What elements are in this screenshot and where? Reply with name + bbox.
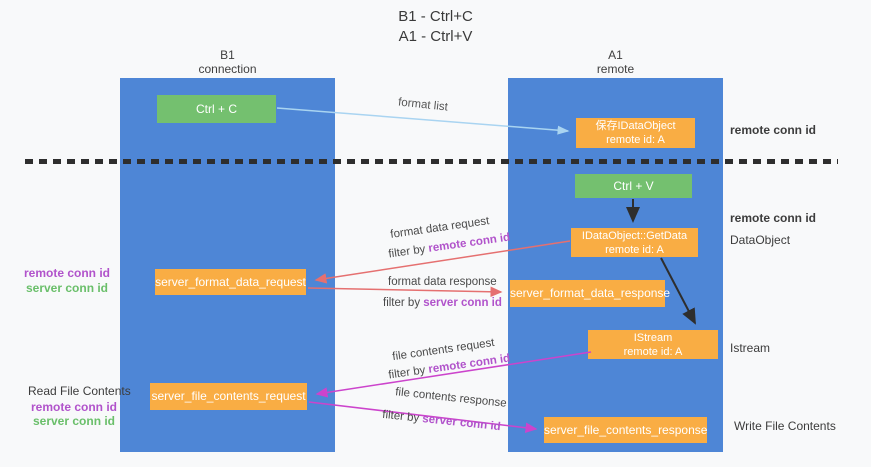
node-ctrl-c: Ctrl + C [157, 95, 276, 123]
annotation-read-file-contents: Read File Contents [28, 384, 131, 398]
server-conn-id-text: server conn id [423, 297, 502, 309]
node-istream: IStream remote id: A [588, 330, 718, 359]
column-b1-role: connection [198, 62, 257, 76]
node-ctrl-v: Ctrl + V [575, 174, 692, 198]
label-filter-by-server-1: filter by server conn id [383, 297, 502, 309]
filter-by-text: filter by [381, 408, 423, 425]
label-format-data-response: format data response [388, 276, 497, 288]
node-server-file-contents-response: server_file_contents_response [544, 417, 707, 443]
node-istream-line1: IStream [633, 332, 673, 344]
column-b1-name: B1 [220, 48, 235, 62]
annotation-remote-conn-id-left-top: remote conn id [24, 266, 111, 280]
annotation-server-conn-id-left-bottom: server conn id [32, 414, 116, 428]
node-save-idataobject: 保存IDataObject remote id: A [576, 118, 695, 148]
column-a1-name: A1 [608, 48, 623, 62]
remote-conn-id-text: remote conn id [427, 231, 511, 255]
node-istream-line2: remote id: A [623, 346, 683, 358]
annotation-conn-ids-left-top: remote conn id server conn id [24, 266, 110, 296]
annotation-conn-ids-left-bottom: remote conn id server conn id [31, 400, 117, 428]
node-server-file-contents-request: server_file_contents_request [150, 383, 307, 410]
node-idataobject-getdata: IDataObject::GetData remote id: A [571, 228, 698, 257]
label-format-list: format list [397, 96, 449, 114]
node-server-format-data-request: server_format_data_request [155, 269, 306, 295]
annotation-istream: Istream [730, 341, 771, 355]
server-conn-id-text: server conn id [421, 413, 502, 434]
label-file-contents-response: file contents response [394, 386, 508, 410]
filter-by-text: filter by [383, 297, 424, 309]
annotation-server-conn-id-left-top: server conn id [25, 281, 109, 295]
node-save-idataobject-line1: 保存IDataObject [595, 120, 676, 132]
filter-by-text: filter by [387, 242, 430, 261]
column-a1-role: remote [596, 62, 635, 76]
arrow-format-data-response [307, 286, 503, 298]
node-getdata-line1: IDataObject::GetData [581, 230, 688, 242]
diagram-title: B1 - Ctrl+C A1 - Ctrl+V [0, 7, 871, 47]
annotation-remote-conn-id-top-right: remote conn id [730, 123, 817, 137]
column-header-a1: A1 remote [508, 48, 723, 76]
title-line-2: A1 - Ctrl+V [398, 28, 473, 45]
filter-by-text: filter by [387, 363, 430, 382]
dashed-separator [25, 159, 838, 164]
title-line-1: B1 - Ctrl+C [398, 8, 473, 25]
annotation-remote-conn-id-mid-right: remote conn id [730, 211, 817, 225]
column-header-b1: B1 connection [120, 48, 335, 76]
node-getdata-line2: remote id: A [605, 244, 664, 256]
label-filter-by-server-2: filter by server conn id [382, 409, 501, 433]
annotation-remote-conn-id-left-bottom: remote conn id [31, 400, 118, 414]
node-save-idataobject-line2: remote id: A [606, 134, 665, 146]
annotation-write-file-contents: Write File Contents [734, 419, 836, 433]
node-server-format-data-response: server_format_data_response [510, 280, 670, 307]
annotation-dataobject: DataObject [730, 233, 791, 247]
